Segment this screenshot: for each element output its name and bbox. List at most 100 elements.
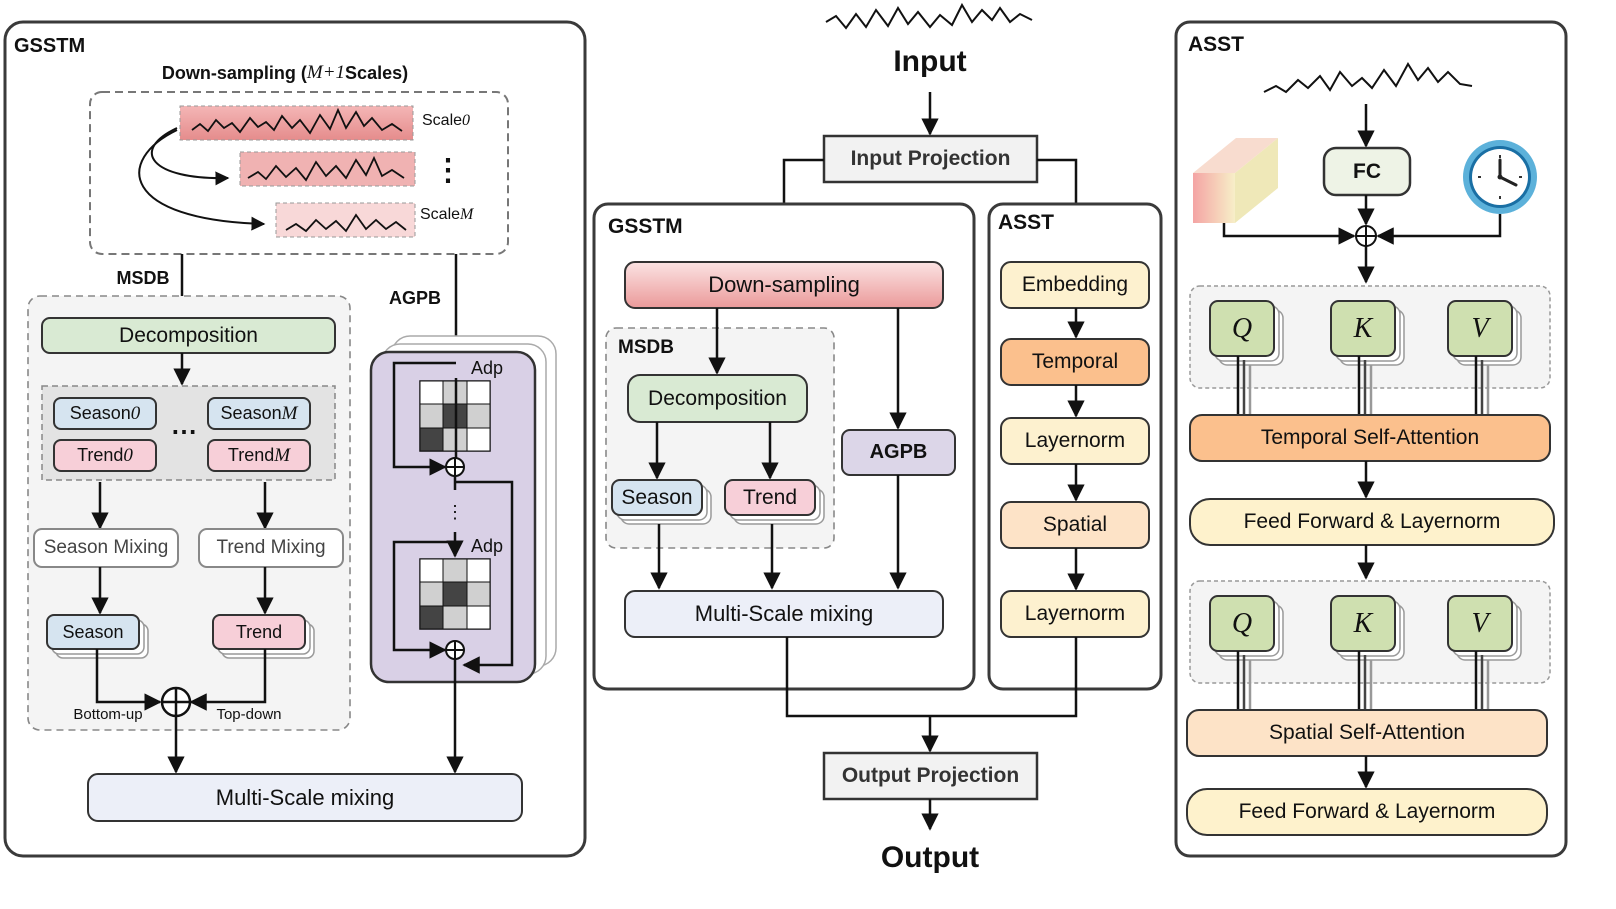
trend-0-label-var: 0 [123, 444, 133, 466]
adp-label-2: Adp [470, 535, 504, 556]
feed-forward-2-box [1186, 788, 1548, 836]
center-multi-scale-mixing-box [624, 590, 944, 638]
left-decomposition-box [41, 317, 336, 354]
input-waveform [825, 2, 1033, 30]
trend-mixing-label: Trend Mixing [216, 537, 326, 558]
v-label-2: V [1471, 607, 1489, 639]
layernorm-2-label: Layernorm [1024, 602, 1126, 625]
scale-m-label: Scale M [420, 204, 500, 226]
spatial-label: Spatial [1042, 513, 1108, 536]
clock-icon [1463, 140, 1537, 214]
trend-m-label: Trend M [208, 440, 310, 471]
center-decomposition-box [627, 374, 808, 423]
q-label-2: Q [1231, 607, 1253, 639]
q-label-1: Q [1231, 312, 1253, 344]
left-panel-title: GSSTM [14, 34, 86, 57]
trend-0-label-text: Trend [77, 445, 124, 465]
spatial-self-attention-label: Spatial Self-Attention [1268, 721, 1466, 744]
center-gsstm-title: GSSTM [608, 215, 683, 238]
center-asst-title: ASST [998, 211, 1055, 234]
center-season-stack [611, 479, 703, 516]
left-trend-stack [212, 614, 306, 650]
left-msdb-region [27, 295, 351, 731]
embedding-label: Embedding [1021, 273, 1129, 296]
season-0-box [53, 397, 157, 430]
center-trend-stack [724, 479, 816, 516]
left-trend-label: Trend [235, 621, 283, 642]
scale-m-waveform [285, 213, 407, 233]
input-label: Input [893, 45, 967, 78]
center-msdb-title: MSDB [618, 337, 674, 358]
adp-label-1: Adp [470, 357, 504, 378]
qkv-stacks-1 [1209, 300, 1522, 366]
center-downsampling-label: Down-sampling [708, 272, 860, 297]
scale-0-waveform [191, 107, 403, 135]
top-down-label: Top-down [216, 705, 282, 723]
season-m-box [207, 397, 311, 430]
temporal-label: Temporal [1031, 350, 1119, 373]
scale-1-waveform [247, 155, 405, 182]
downsampling-title: Down-sampling (M+1 Scales) [100, 60, 470, 86]
trend-m-label-text: Trend [227, 445, 275, 465]
output-label: Output [880, 841, 980, 874]
right-panel-title: ASST [1188, 33, 1245, 56]
left-season-label: Season [62, 621, 124, 642]
scale-m-label-text: Scale [420, 206, 461, 223]
v-label-1: V [1471, 312, 1489, 344]
embedding-cube-icon [1193, 138, 1278, 223]
left-agpb-block [369, 350, 537, 684]
k-label-2: K [1353, 607, 1373, 639]
trend-m-label-var: M [274, 444, 291, 466]
output-projection-label: Output Projection [841, 764, 1020, 787]
agpb-vdots: ⋮ [446, 501, 464, 522]
input-projection-label: Input Projection [850, 147, 1011, 170]
decomposition-hdots: ⋯ [171, 415, 197, 446]
scale-m-strip [275, 202, 416, 238]
trend-m-box [207, 439, 311, 472]
season-m-label-var: M [281, 402, 298, 424]
left-agpb-label: AGPB [388, 287, 441, 308]
qkv-lines-1 [1236, 356, 1490, 416]
qkv-lines-2 [1236, 651, 1490, 711]
scale-0-label-var: 0 [462, 112, 471, 129]
asst-input-waveform [1263, 62, 1473, 94]
left-multi-scale-mixing-box [87, 773, 523, 822]
center-downsampling-box [624, 261, 944, 309]
season-m-label: Season M [208, 398, 310, 429]
center-multi-scale-mixing-label: Multi-Scale mixing [694, 601, 874, 626]
downsampling-title-math: M+1 [306, 62, 346, 83]
bottom-up-label: Bottom-up [73, 705, 143, 723]
left-msdb-label: MSDB [116, 267, 170, 288]
feed-forward-1-label: Feed Forward & Layernorm [1243, 510, 1501, 533]
left-decomposition-label: Decomposition [119, 323, 258, 347]
left-multi-scale-mixing-label: Multi-Scale mixing [215, 784, 395, 810]
season-mixing-label: Season Mixing [43, 537, 169, 558]
season-m-label-text: Season [220, 403, 282, 423]
temporal-self-attention-label: Temporal Self-Attention [1260, 426, 1480, 449]
season-0-label: Season 0 [54, 398, 156, 429]
trend-0-box [53, 439, 157, 472]
adjacency-grid-2 [419, 558, 491, 630]
scale-m-label-var: M [460, 206, 474, 223]
scale-0-label: Scale 0 [422, 110, 492, 132]
fc-label: FC [1353, 159, 1381, 183]
downsampling-title-prefix: Down-sampling ( [161, 62, 307, 83]
feed-forward-1-box [1189, 498, 1555, 546]
scale-1-strip [239, 151, 416, 187]
downsampling-title-suffix: Scales) [345, 62, 409, 83]
center-season-label: Season [621, 485, 693, 509]
scale-0-label-text: Scale [422, 112, 463, 129]
trend-0-label: Trend 0 [54, 440, 156, 471]
center-agpb-label: AGPB [869, 441, 928, 463]
k-label-1: K [1353, 312, 1373, 344]
center-decomposition-label: Decomposition [648, 386, 787, 410]
temporal-self-attention-box [1189, 414, 1551, 462]
trend-mixing-box [198, 528, 344, 568]
scales-vdots: ⋮ [433, 153, 463, 187]
downsample-arrow-1 [150, 127, 230, 186]
left-season-stack [46, 614, 140, 650]
center-trend-label: Trend [742, 485, 798, 509]
qkv-stacks-2 [1209, 595, 1522, 661]
